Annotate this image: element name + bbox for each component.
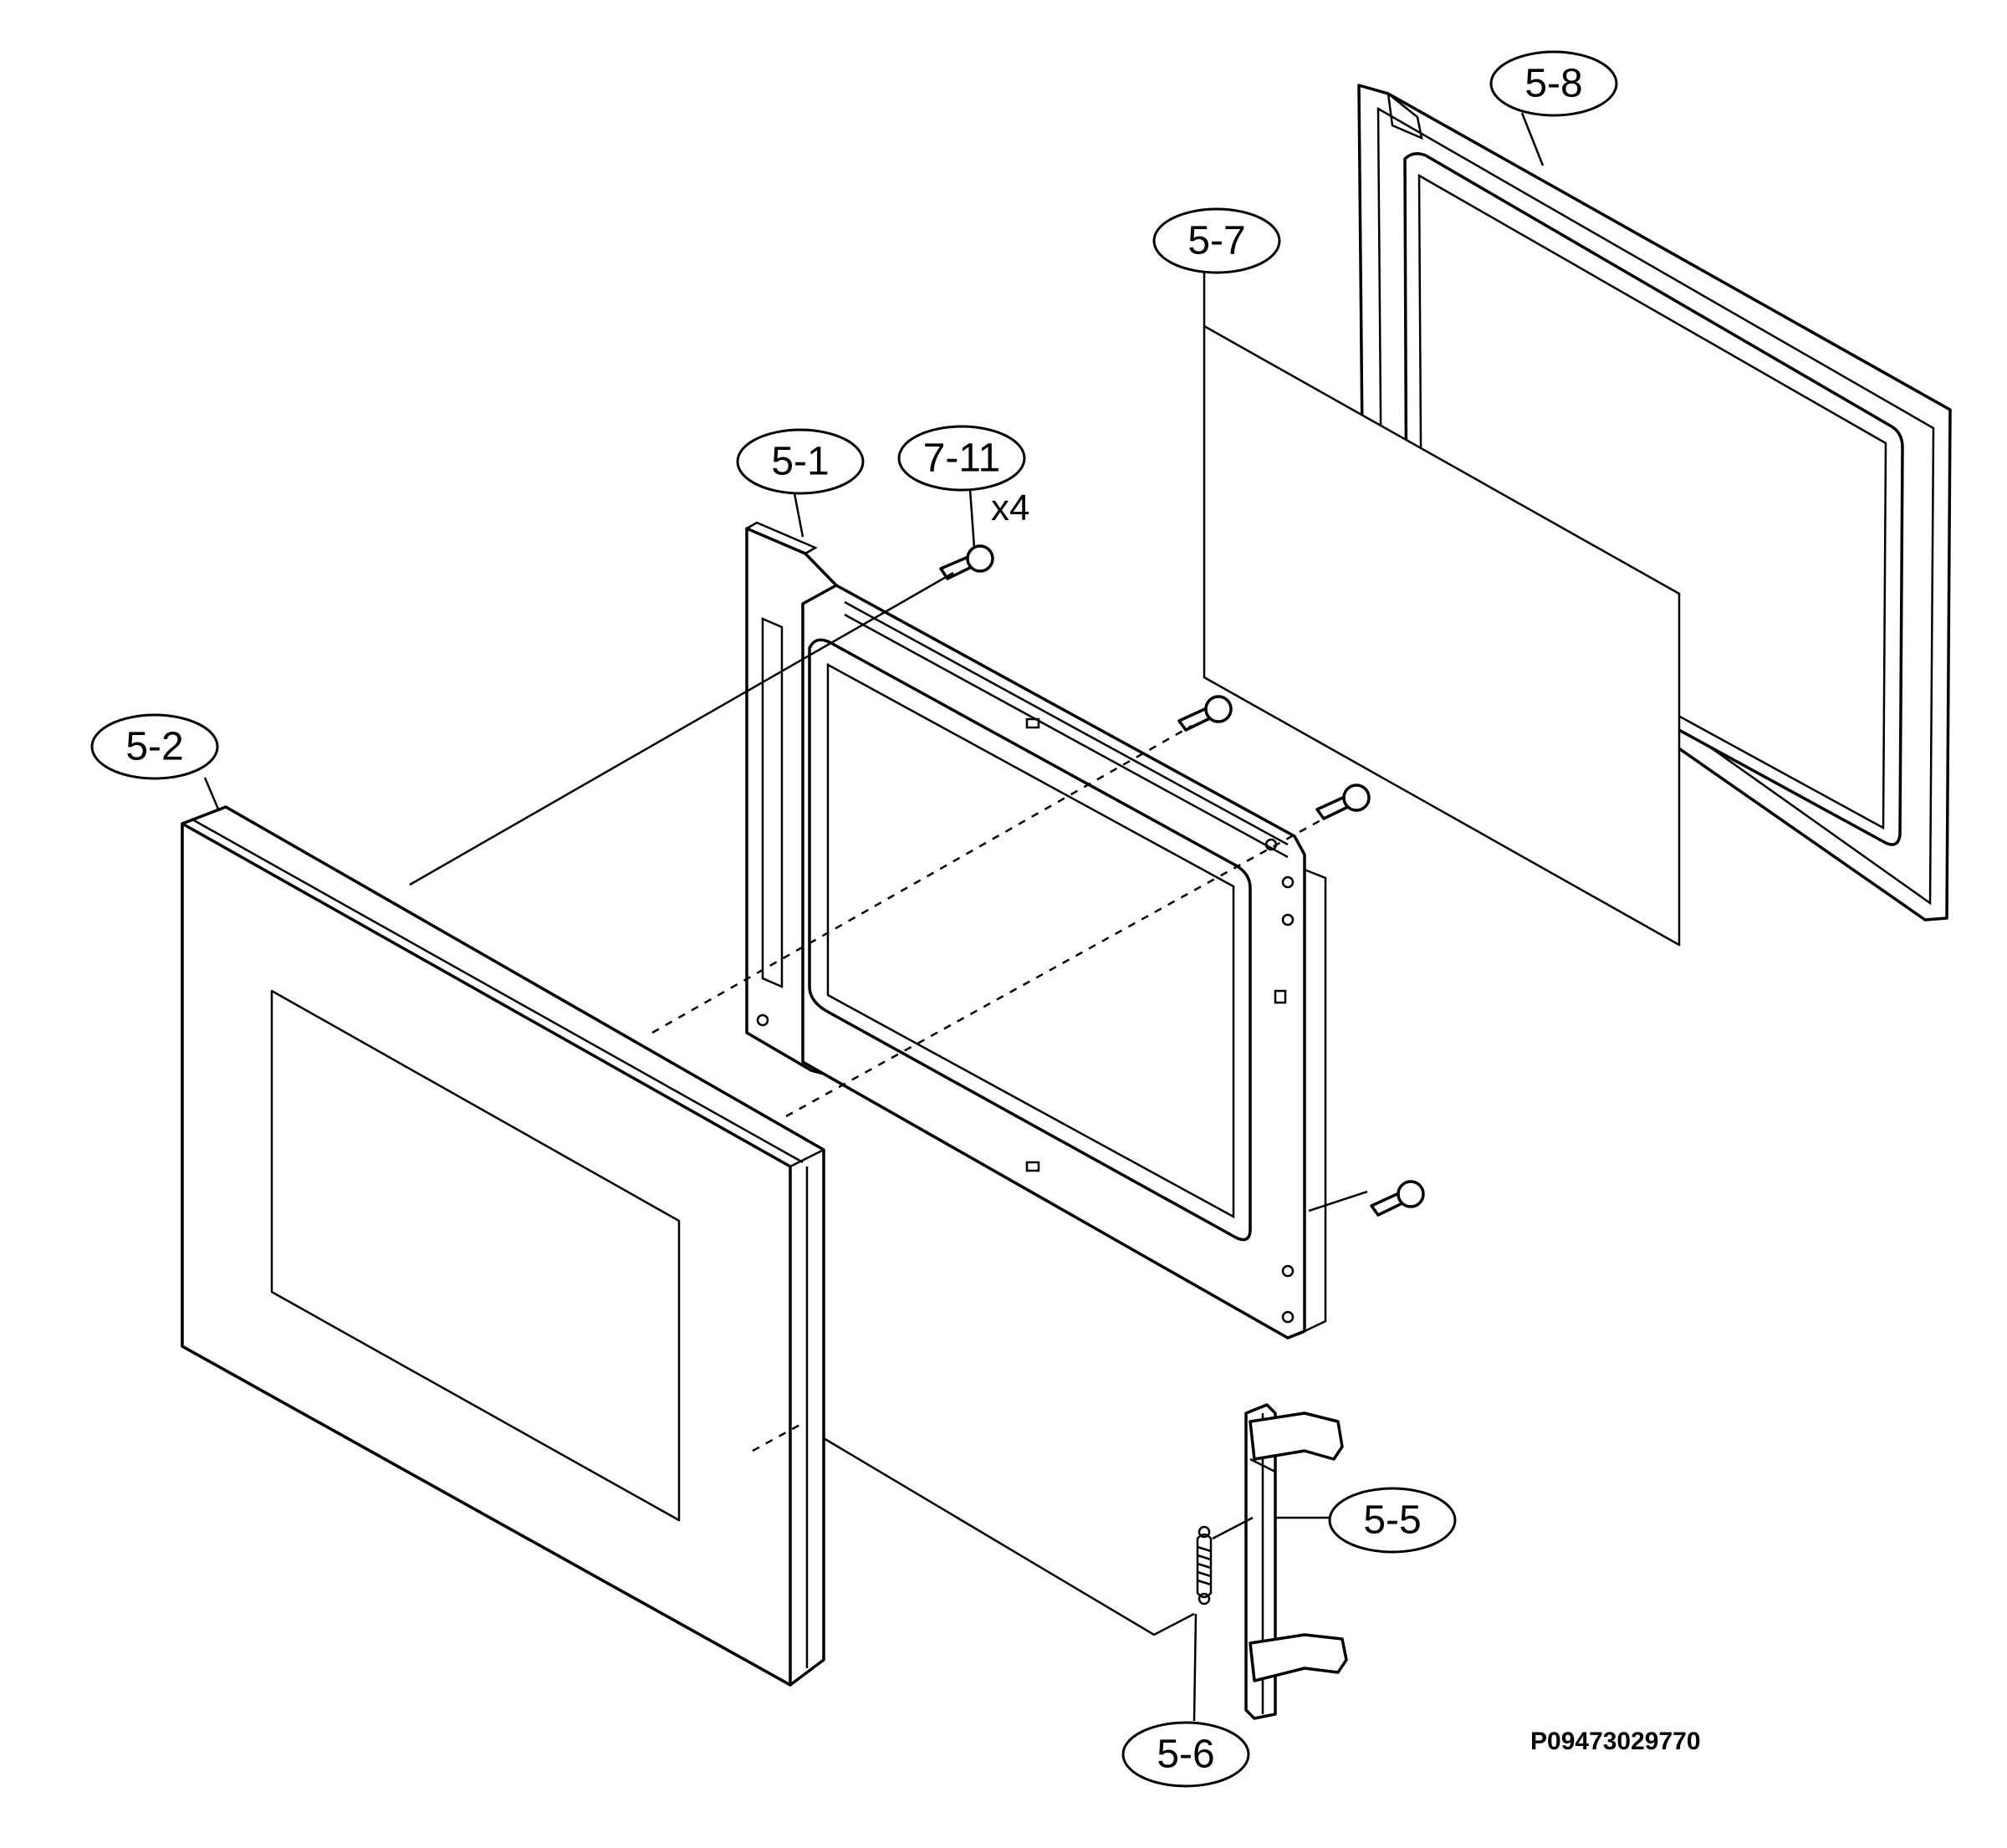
screw-top — [939, 544, 994, 580]
part-5-8-door-frame — [1357, 84, 1952, 921]
svg-text:5-7: 5-7 — [1187, 219, 1245, 263]
screw-mid-1 — [1177, 695, 1233, 732]
svg-text:5-6: 5-6 — [1157, 1733, 1214, 1777]
part-5-1-door-chassis — [745, 521, 1327, 1340]
callout-5-2: 5-2 — [90, 713, 219, 780]
part-5-2-door-panel — [181, 805, 825, 1687]
drawing-code: P09473029770 — [1530, 1728, 1701, 1755]
svg-text:5-2: 5-2 — [125, 725, 183, 769]
callout-5-8: 5-8 — [1489, 50, 1618, 117]
svg-text:5-1: 5-1 — [771, 440, 829, 484]
part-5-6-spring — [1196, 1525, 1213, 1606]
callout-7-11: 7-11 — [897, 425, 1026, 492]
svg-text:5-8: 5-8 — [1524, 62, 1582, 106]
assembly-lines — [203, 112, 1545, 1722]
callout-5-1: 5-1 — [736, 428, 865, 495]
screw-quantity-label: x4 — [991, 488, 1029, 528]
screw-bottom — [1370, 1180, 1425, 1217]
svg-text:5-5: 5-5 — [1363, 1498, 1421, 1543]
svg-text:7-11: 7-11 — [923, 436, 1001, 481]
part-5-7-glass-sheet — [1203, 324, 1681, 947]
callout-5-6: 5-6 — [1121, 1721, 1250, 1788]
screw-mid-2 — [1315, 784, 1371, 820]
part-5-5-latch-hook — [1244, 1403, 1348, 1720]
callout-5-7: 5-7 — [1152, 207, 1281, 274]
callout-5-5: 5-5 — [1328, 1487, 1457, 1554]
